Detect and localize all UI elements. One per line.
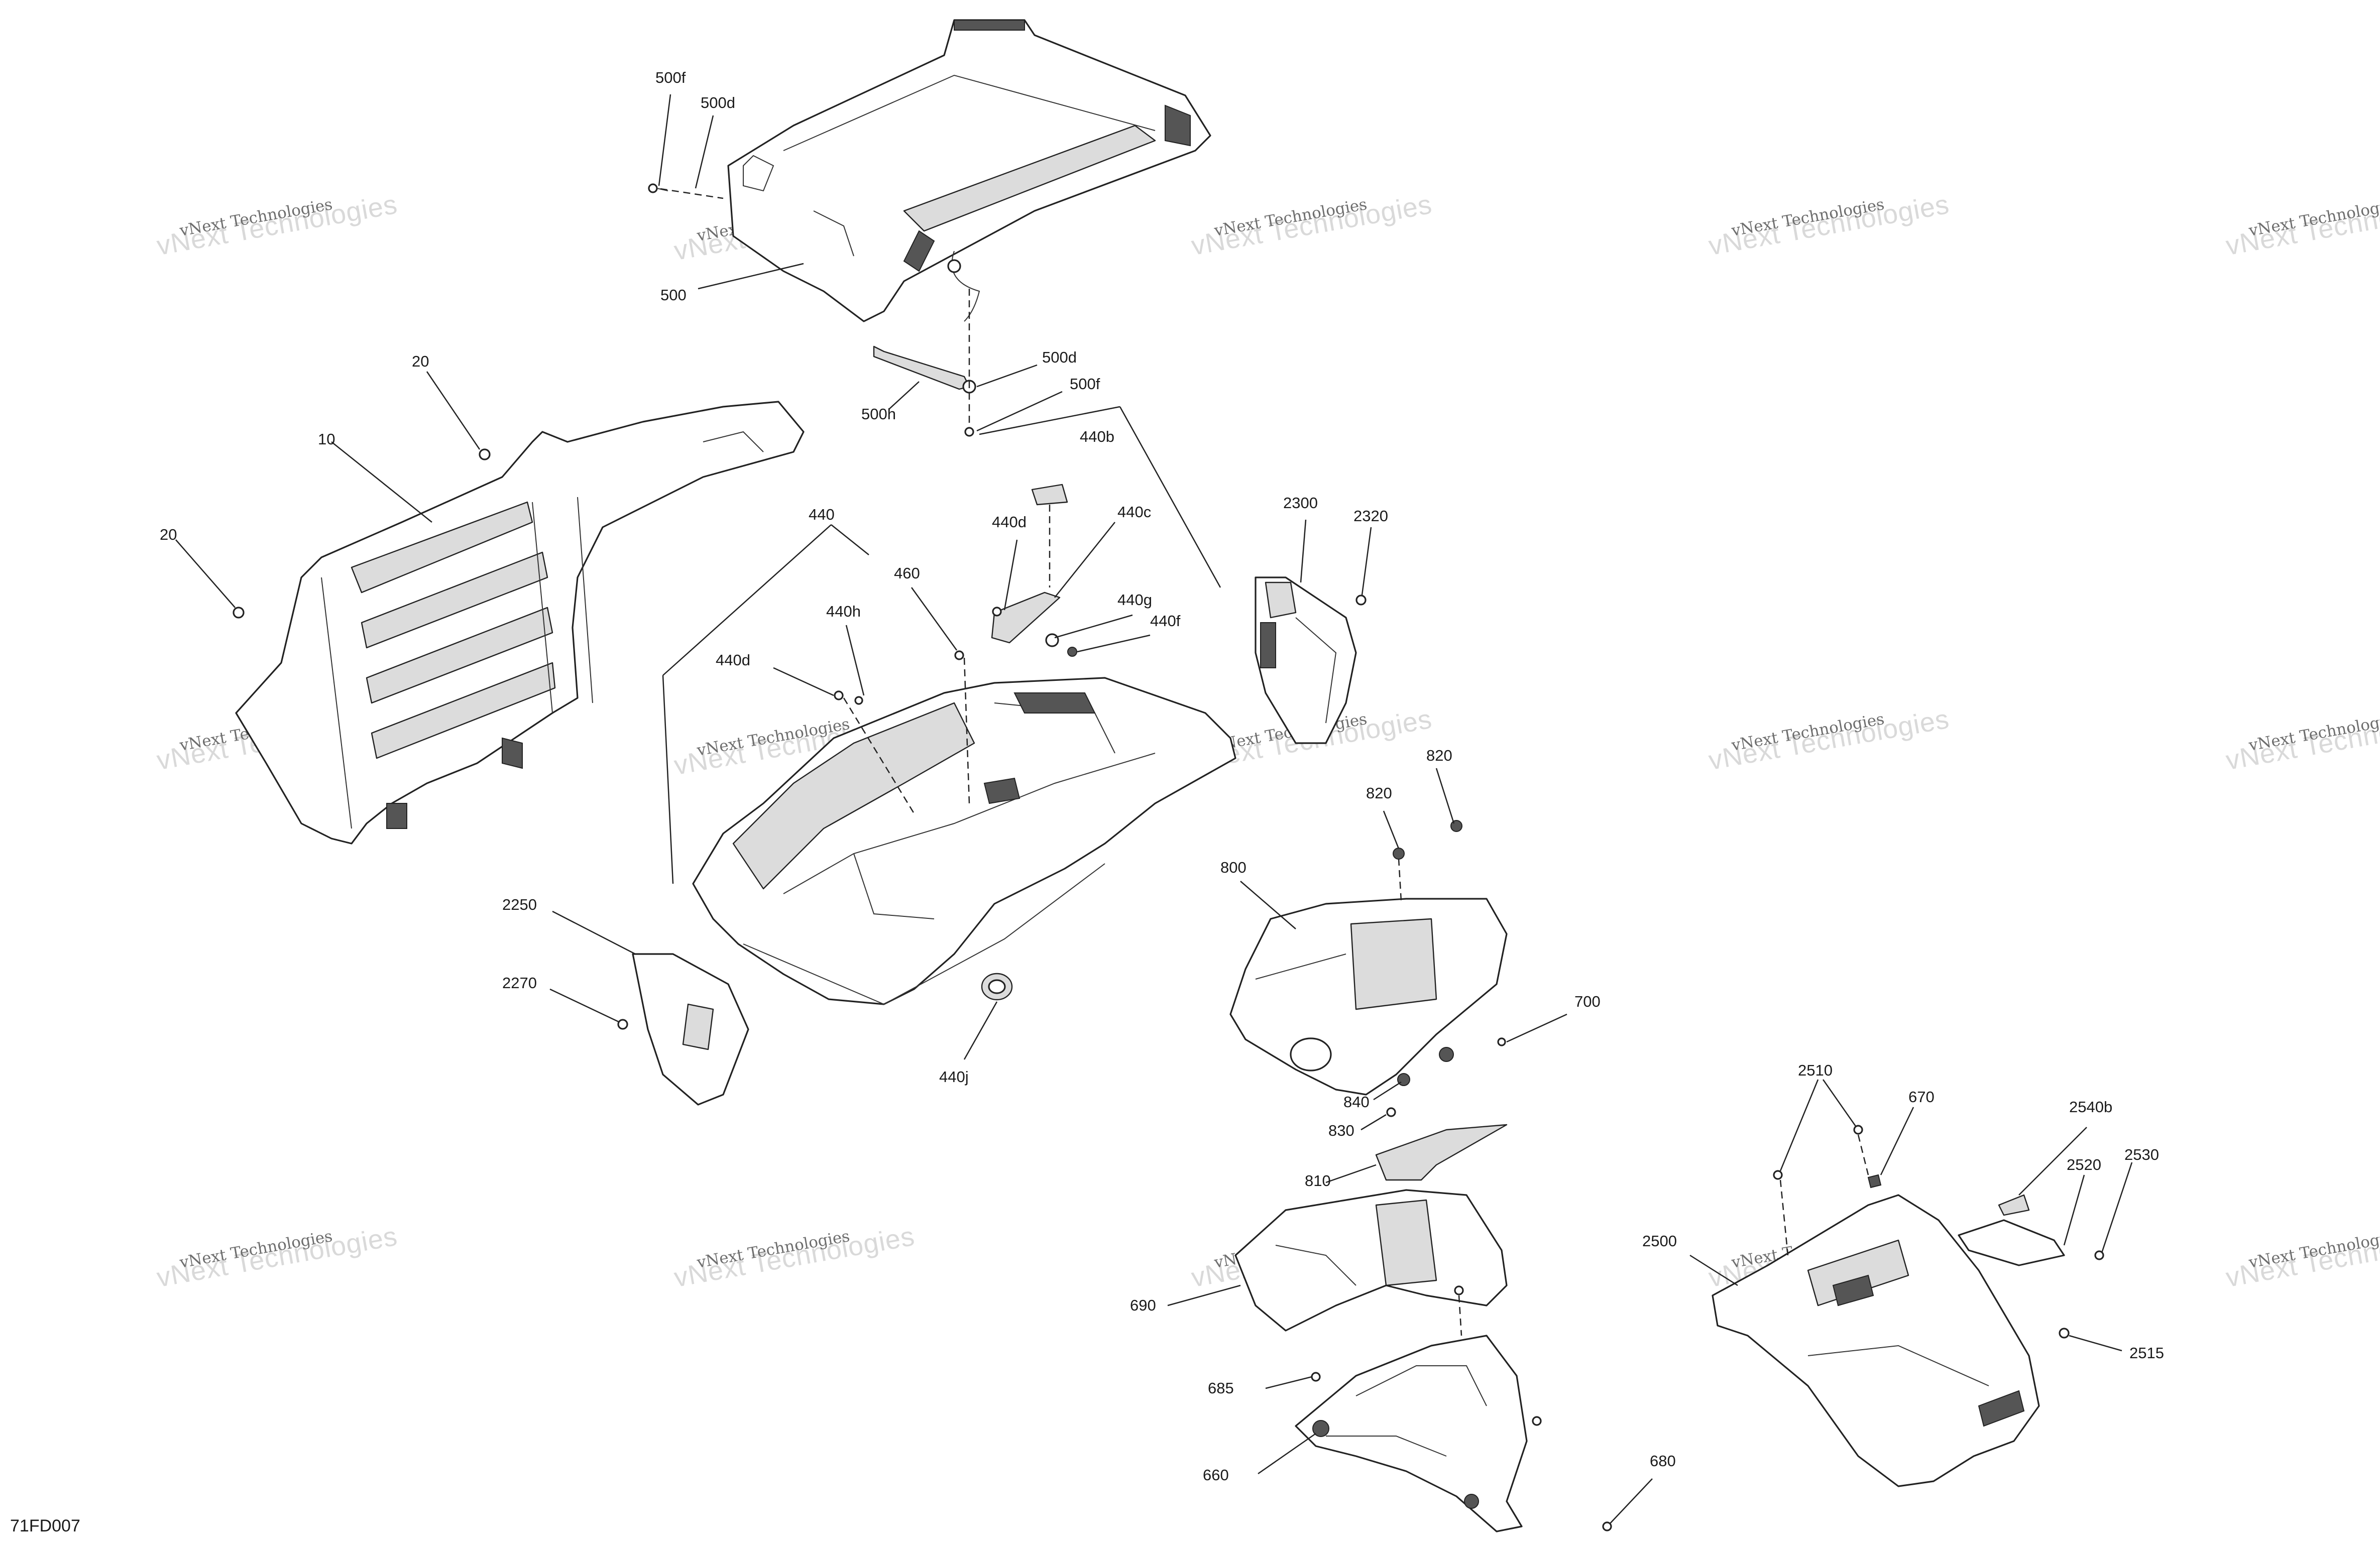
callout-2530: 2530 bbox=[2124, 1146, 2159, 1163]
screw-460 bbox=[954, 650, 964, 660]
watermark: vNext Technologies vNext Technologies bbox=[2224, 704, 2380, 776]
callout-820: 820 bbox=[1366, 784, 1392, 802]
callout-460: 460 bbox=[894, 564, 920, 582]
part-side-panel-2300 bbox=[1255, 576, 1367, 744]
lid-cap-440b bbox=[1031, 484, 1068, 506]
callout-10: 10 bbox=[318, 430, 335, 448]
callout-2270: 2270 bbox=[502, 974, 537, 992]
callout-680: 680 bbox=[1650, 1452, 1676, 1470]
callout-440h: 440h bbox=[826, 603, 861, 620]
callout-820: 820 bbox=[1426, 747, 1452, 764]
part-rear-section-2500 bbox=[1712, 1125, 2104, 1487]
callout-20: 20 bbox=[160, 526, 177, 543]
callout-500h: 500h bbox=[861, 405, 896, 423]
plug-440j bbox=[981, 973, 1013, 1001]
callout-810: 810 bbox=[1305, 1172, 1331, 1190]
callout-440d: 440d bbox=[992, 513, 1027, 531]
leader-lines bbox=[175, 94, 2133, 1524]
part-dash-panel-800 bbox=[1229, 820, 1508, 1117]
part-lower-cover-690 bbox=[1234, 1189, 1508, 1332]
part-storage-lid-500 bbox=[727, 19, 1211, 322]
screw-440h bbox=[854, 696, 863, 705]
fastener-20 bbox=[233, 448, 491, 619]
callout-440d: 440d bbox=[716, 651, 750, 669]
callout-440f: 440f bbox=[1150, 612, 1181, 630]
callout-2510: 2510 bbox=[1798, 1061, 1833, 1079]
callout-685: 685 bbox=[1208, 1379, 1234, 1397]
callout-2515: 2515 bbox=[2129, 1344, 2164, 1362]
callout-660: 660 bbox=[1203, 1466, 1229, 1484]
callout-440j: 440j bbox=[939, 1068, 969, 1086]
part-front-frame-10 bbox=[235, 401, 805, 845]
callout-500: 500 bbox=[660, 286, 687, 304]
callout-500f: 500f bbox=[1070, 375, 1100, 393]
callout-840: 840 bbox=[1343, 1093, 1370, 1111]
callout-20: 20 bbox=[412, 352, 429, 370]
part-bracket-2250 bbox=[617, 953, 749, 1106]
watermark: vNext Technologies vNext Technologies bbox=[2224, 189, 2380, 261]
part-storage-tub-440 bbox=[692, 677, 1236, 1005]
callout-440g: 440g bbox=[1117, 591, 1152, 609]
latch-440c bbox=[991, 591, 1077, 657]
watermark: vNext Technologies vNext Technologies bbox=[2224, 1221, 2380, 1293]
watermark: vNext Technologies vNext Technologies bbox=[1707, 189, 1952, 261]
callout-2520: 2520 bbox=[2067, 1156, 2101, 1173]
callout-2300: 2300 bbox=[1283, 494, 1318, 512]
callout-500d: 500d bbox=[701, 94, 735, 111]
part-lower-housing-660 bbox=[1295, 1285, 1612, 1532]
callout-2500: 2500 bbox=[1642, 1232, 1677, 1250]
watermark: vNext Technologies vNext Technologies bbox=[155, 1221, 400, 1293]
callout-2320: 2320 bbox=[1353, 507, 1388, 525]
callout-500f: 500f bbox=[655, 69, 686, 86]
diagram-code: 71FD007 bbox=[10, 1516, 80, 1535]
callout-700: 700 bbox=[1574, 993, 1601, 1010]
callout-440c: 440c bbox=[1117, 503, 1151, 521]
callout-800: 800 bbox=[1220, 859, 1246, 876]
callout-2540b: 2540b bbox=[2069, 1098, 2112, 1116]
callout-830: 830 bbox=[1328, 1122, 1354, 1139]
callout-labels: 500f 500d 500 500h 500d 500f 20 10 20 44… bbox=[160, 69, 2164, 1484]
part-panel-810 bbox=[1375, 1124, 1508, 1181]
screw-440d bbox=[834, 690, 844, 700]
callout-690: 690 bbox=[1130, 1296, 1156, 1314]
watermark: vNext Technologies vNext Technologies bbox=[672, 1221, 917, 1293]
watermark: vNext Technologies vNext Technologies bbox=[1707, 704, 1952, 776]
watermark: vNext Technologies vNext Technologies bbox=[1189, 189, 1434, 261]
watermark: vNext Technologies vNext Technologies bbox=[155, 189, 400, 261]
callout-2250: 2250 bbox=[502, 896, 537, 913]
callout-670: 670 bbox=[1908, 1088, 1935, 1106]
callout-500d: 500d bbox=[1042, 348, 1077, 366]
callout-440: 440 bbox=[809, 506, 835, 523]
callout-440b: 440b bbox=[1080, 428, 1114, 445]
